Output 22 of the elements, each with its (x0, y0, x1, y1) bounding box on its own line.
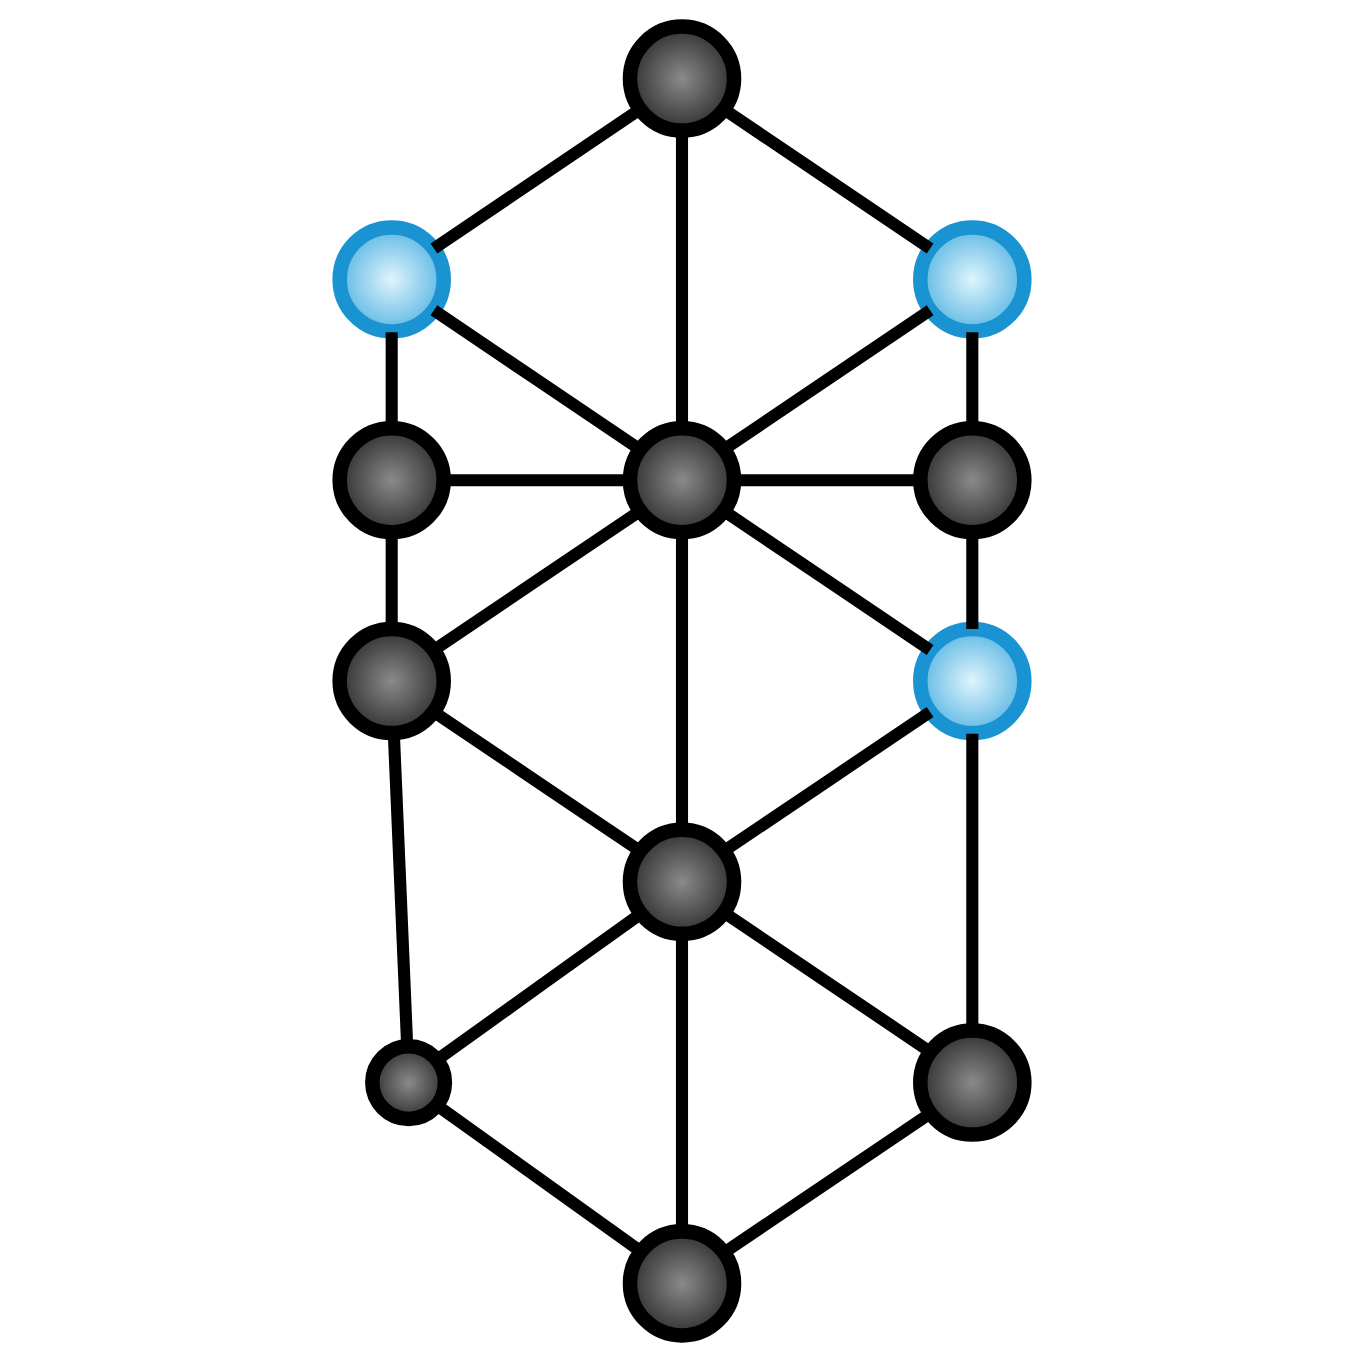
node-circle (364, 1039, 452, 1127)
node-circle (331, 621, 450, 741)
connector (386, 733, 413, 1046)
connector (429, 104, 643, 254)
connector (965, 533, 978, 629)
node-circle (621, 420, 741, 540)
node-circle (331, 420, 450, 540)
connector (719, 506, 933, 656)
connector (429, 506, 643, 656)
node-circle (621, 1224, 741, 1343)
connector (433, 1101, 644, 1257)
node-circle (621, 822, 741, 942)
node-circle (621, 19, 741, 138)
node-circle (912, 420, 1031, 540)
connector (429, 706, 643, 856)
node-circle (912, 1023, 1031, 1142)
connector (674, 131, 688, 428)
node-circle (912, 621, 1031, 741)
connector (432, 909, 643, 1065)
node-circle (331, 220, 450, 339)
connector (429, 305, 643, 455)
node-circle (912, 220, 1031, 339)
